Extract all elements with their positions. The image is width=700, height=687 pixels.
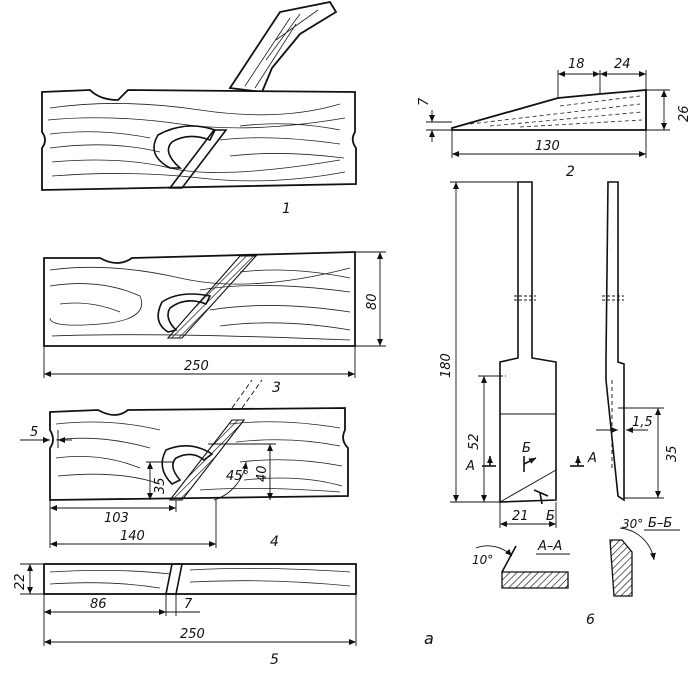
dim-5-b: 86 [90,597,107,612]
dim-5-d: 250 [180,627,205,642]
view-1-plane-perspective [41,0,357,191]
plane-block-1 [41,89,357,191]
section-label-a-left: А [465,459,475,474]
wedge-1 [168,129,228,189]
dim-2-a: 18 [568,57,585,72]
dim-6-c: 21 [512,509,529,524]
view-number-3: 3 [272,380,281,396]
dim-2-c: 7 [417,97,432,106]
view-4-side-view [20,379,349,548]
view-number-4: 4 [270,534,279,550]
view-3-side-view [43,251,386,378]
dim-6-e: 35 [665,445,680,462]
dim-3-length: 250 [184,359,209,374]
plane-block-3 [43,251,356,347]
dim-6-a: 180 [439,353,454,378]
view-number-5: 5 [270,652,279,668]
section-label-b-top: Б [522,441,531,456]
iron-side [605,181,625,502]
view-6-iron [450,181,680,597]
view-number-2: 2 [566,164,575,180]
section-title-aa: А–А [537,539,562,554]
dim-6-d: 1,5 [632,415,653,430]
dim-4-a: 5 [30,425,38,440]
slot-4 [168,419,246,501]
dim-3-height: 80 [365,293,380,310]
dim-2-d: 130 [535,139,560,154]
slot-3 [166,255,258,339]
view-number-6: 6 [586,612,595,628]
dim-4-angle: 45° [226,469,249,484]
section-label-b-bottom: Б [546,509,555,524]
dim-4-d: 103 [104,511,129,526]
iron-handle [228,0,338,93]
sole-body [43,563,357,595]
dim-6-angle30: 30° [622,517,643,531]
wedge-profile [451,89,647,131]
dim-2-e: 26 [677,105,692,122]
section-label-a-right: А [587,451,597,466]
figure-label: a [424,629,434,648]
dim-6-b: 52 [467,433,482,450]
view-number-1: 1 [282,201,291,217]
section-bb [609,539,633,597]
iron-front [499,181,557,503]
section-title-bb: Б–Б [648,516,672,531]
dim-4-b: 35 [153,477,168,494]
dim-4-c: 40 [255,465,270,482]
dim-5-c: 7 [184,597,193,612]
throat-1 [153,125,217,169]
throat-4 [161,445,214,485]
view-5-sole-view [20,563,357,646]
section-aa [501,571,569,589]
dim-6-angle10: 10° [472,553,493,567]
view-2-wedge [426,70,670,158]
dim-5-a: 22 [13,573,28,590]
dim-2-b: 24 [614,57,631,72]
dim-4-e: 140 [120,529,145,544]
plane-block-4 [49,407,349,501]
